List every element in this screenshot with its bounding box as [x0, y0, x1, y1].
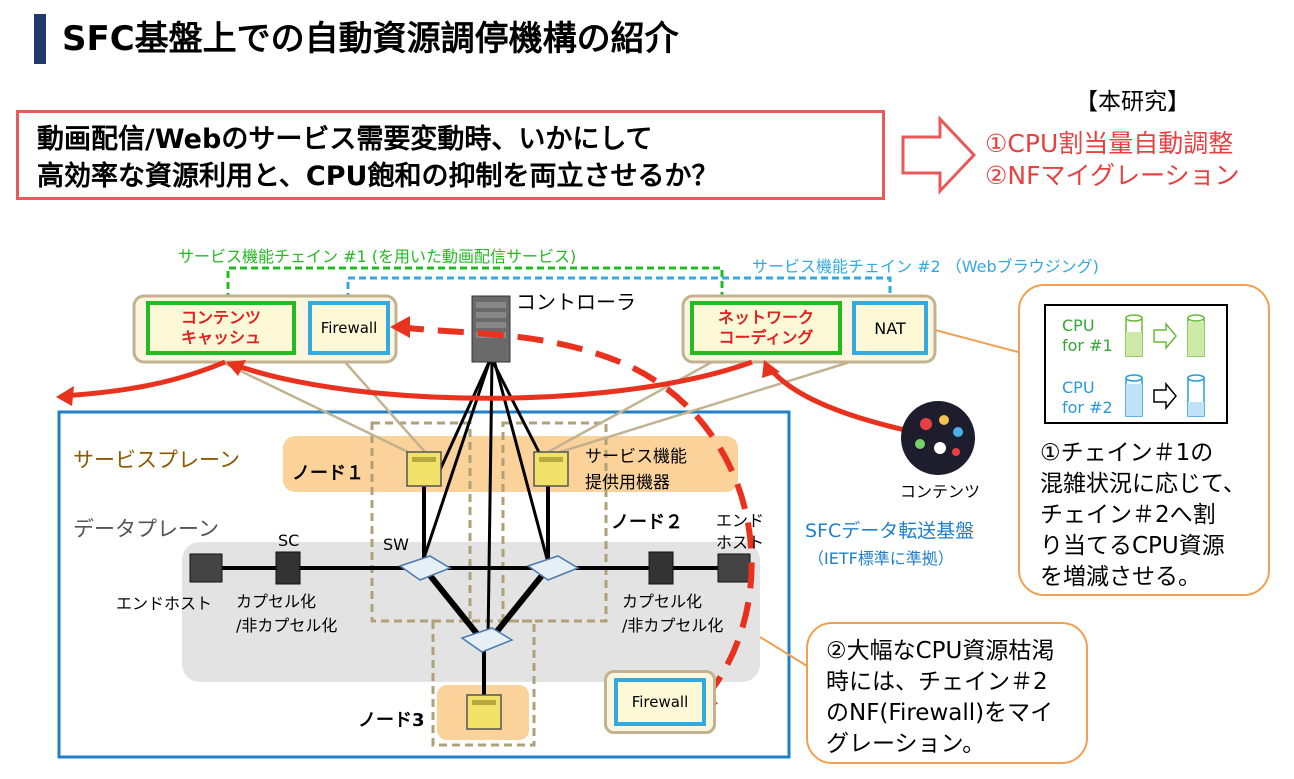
data-plane-label: データプレーン [73, 517, 219, 541]
switch-center-icon [460, 627, 514, 653]
switch-left-icon [398, 555, 452, 581]
sw-label: SW [383, 535, 409, 554]
cpu1-label: CPU for #1 [1062, 316, 1113, 356]
research-heading: 【本研究】 [1075, 89, 1190, 115]
encap-left-line-1: カプセル化 [236, 592, 317, 611]
chain1-path [226, 266, 724, 300]
node3-label: ノード3 [358, 710, 425, 731]
contents-label: コンテンツ [900, 482, 981, 501]
cpu2-arrow-icon [1153, 381, 1177, 411]
service-function-device-line-1: サービス機能 [585, 447, 687, 467]
end-host-right-icon [717, 553, 751, 583]
network-coding-line-1: ネットワーク [717, 308, 814, 327]
bubble1-pointer [934, 329, 1019, 353]
node3-dashed-box [431, 619, 536, 747]
chain2-label: サービス機能チェイン #2 （Webブラウジング) [752, 257, 1099, 276]
contents-globe-icon [901, 401, 975, 475]
red-flow-arrow-from-contents [766, 364, 906, 433]
nat-nf[interactable]: NAT [852, 301, 928, 355]
bubble2-pointer [759, 636, 808, 667]
cpu1-after-cylinder-icon [1187, 314, 1205, 357]
ietf-label: （IETF標準に準拠） [808, 549, 954, 568]
cpu-cylinders [1125, 314, 1205, 417]
cpu2-line-2: for #2 [1062, 398, 1113, 417]
sc-left-icon [275, 551, 301, 585]
question-line-1: 動画配信/Webのサービス需要変動時、いかにして [37, 124, 653, 155]
end-host-right-line-1: エンド [716, 511, 765, 530]
page-title: SFC基盤上での自動資源調停機構の紹介 [62, 19, 679, 59]
switch-right-icon [526, 555, 580, 581]
service-plane-band [283, 436, 738, 492]
content-cache-nf[interactable]: コンテンツ キャッシュ [146, 301, 296, 355]
node3-server-icon [466, 694, 502, 730]
end-host-right-line-2: ホスト [716, 533, 765, 552]
migrated-firewall-nf[interactable]: Firewall [614, 678, 706, 726]
end-host-left-icon [189, 553, 223, 583]
sfc-infra-label: SFCデータ転送基盤 [805, 520, 975, 542]
encap-left-line-2: /非カプセル化 [236, 616, 338, 635]
cpu2-before-cylinder-icon [1125, 374, 1143, 417]
sc-right-icon [648, 551, 674, 585]
research-item-migration: ②NFマイグレーション [985, 161, 1240, 190]
node2-dashed-box [501, 421, 608, 623]
red-flow-arrow-middle [231, 359, 753, 401]
migrated-firewall-label: Firewall [631, 693, 689, 711]
cpu1-line-1: CPU [1062, 316, 1095, 335]
controller-server-icon [471, 295, 511, 363]
cpu2-label: CPU for #2 [1062, 378, 1113, 418]
hollow-right-arrow-icon [901, 115, 977, 195]
controller-label: コントローラ [516, 290, 636, 314]
migration-dashed-arrow [397, 324, 755, 704]
network-coding-line-2: コーディング [718, 328, 814, 347]
encap-right-line-2: /非カプセル化 [622, 616, 724, 635]
service-plane-label: サービスプレーン [73, 448, 240, 472]
cpu1-arrow-icon [1153, 321, 1177, 351]
chain1-label: サービス機能チェイン #1 (を用いた動画配信サービス) [178, 247, 577, 266]
sfc-infrastructure-frame [57, 410, 791, 759]
red-flow-arrow-left [61, 359, 226, 399]
cpu1-line-2: for #1 [1062, 336, 1113, 355]
service-function-device-line-2: 提供用機器 [585, 473, 670, 493]
firewall-nf-label: Firewall [320, 319, 378, 337]
network-coding-nf[interactable]: ネットワーク コーディング [690, 301, 842, 355]
end-host-left-label: エンドホスト [116, 594, 213, 613]
content-cache-line-2: キャッシュ [180, 328, 261, 347]
research-item-cpu: ①CPU割当量自動調整 [985, 129, 1234, 158]
node2-server-icon [533, 451, 569, 487]
bubble1-text: ①チェイン＃1の 混雑状況に応じて、 チェイン＃2へ割 り当てるCPU資源 を増… [1040, 440, 1246, 590]
encap-right-label: カプセル化 /非カプセル化 [622, 590, 723, 638]
nat-nf-label: NAT [874, 318, 906, 338]
node1-server-icon [406, 451, 442, 487]
research-question-box: 動画配信/Webのサービス需要変動時、いかにして 高効率な資源利用と、CPU飽和… [16, 110, 885, 200]
sc-label: SC [278, 531, 300, 550]
service-function-device-label: サービス機能 提供用機器 [585, 444, 687, 496]
cpu1-before-cylinder-icon [1125, 314, 1143, 357]
cpu2-line-1: CPU [1062, 378, 1095, 397]
end-host-right-label: エンド ホスト [716, 510, 764, 554]
node1-dashed-box [370, 421, 472, 623]
encap-left-label: カプセル化 /非カプセル化 [236, 590, 337, 638]
node1-label: ノード１ [292, 463, 364, 484]
firewall-nf[interactable]: Firewall [308, 301, 390, 355]
bubble2-text: ②大幅なCPU資源枯渇 時には、チェイン＃2 のNF(Firewall)をマイ … [826, 638, 1055, 757]
cpu2-after-cylinder-icon [1187, 374, 1205, 417]
content-cache-line-1: コンテンツ [180, 308, 261, 327]
title-accent-bar [34, 14, 46, 64]
node2-label: ノード２ [611, 512, 683, 533]
encap-right-line-1: カプセル化 [622, 592, 703, 611]
chain2-path [346, 276, 892, 300]
question-line-2: 高効率な資源利用と、CPU飽和の抑制を両立させるか？ [37, 161, 719, 192]
explanation-bubble-migration [806, 622, 1088, 764]
